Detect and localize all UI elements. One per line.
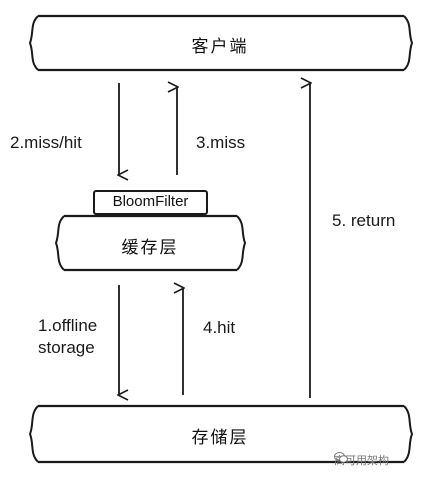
- cache-label: 缓存层: [121, 238, 179, 258]
- offline-storage-label-line1: 1.offline: [38, 316, 98, 335]
- watermark: 高可用架构: [334, 452, 389, 468]
- miss-hit-label: 2.miss/hit: [10, 133, 82, 152]
- hit-label: 4.hit: [203, 318, 236, 337]
- client-label: 客户端: [191, 37, 249, 57]
- bloom-filter-box: [93, 190, 208, 215]
- cache-box: [54, 214, 247, 272]
- client-box: [28, 14, 414, 72]
- watermark-text: 高可用架构: [334, 454, 389, 467]
- offline-storage-label-line2: storage: [38, 338, 95, 357]
- return-label: 5. return: [332, 211, 396, 230]
- wechat-icon: [334, 452, 348, 463]
- miss-label: 3.miss: [196, 133, 246, 152]
- bloom-filter-label: BloomFilter: [112, 193, 189, 210]
- storage-label: 存储层: [191, 428, 249, 448]
